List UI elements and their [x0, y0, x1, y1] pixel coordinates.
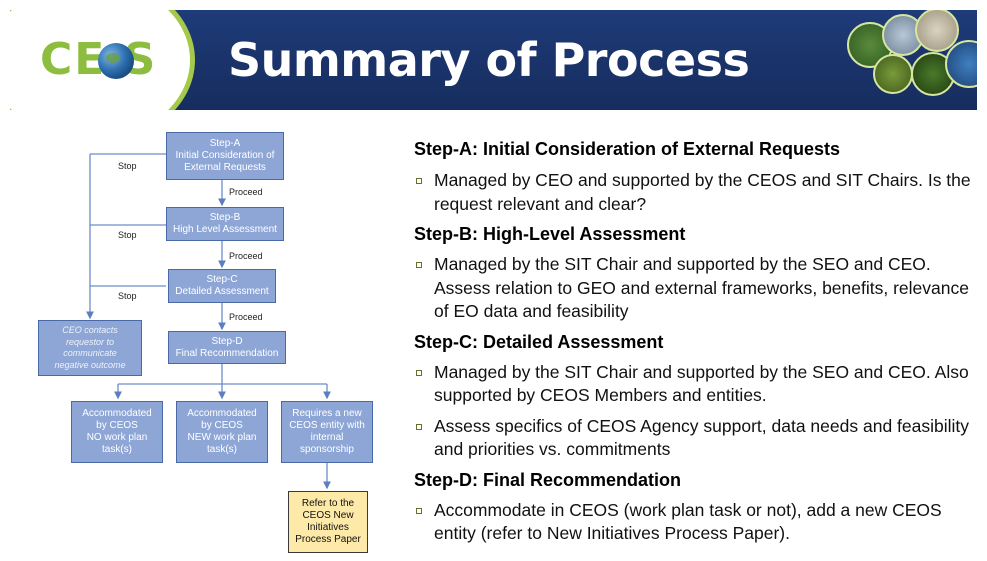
step-d-bullet-text: Accommodate in CEOS (work plan task or n…: [434, 499, 942, 544]
ceos-logo: CE S: [40, 34, 158, 85]
outcome-no-work-plan-box: Accommodated by CEOS NO work plan task(s…: [71, 401, 163, 463]
globe-icon: [98, 43, 134, 79]
outcome-1-line-4: task(s): [102, 444, 132, 455]
stop-label-a: Stop: [118, 161, 137, 171]
outcome-new-work-plan-box: Accommodated by CEOS NEW work plan task(…: [176, 401, 268, 463]
step-d-heading: Step-D: Final Recommendation: [414, 469, 682, 490]
flowchart-connectors: [86, 153, 331, 490]
step-b-title: Step-B: [209, 212, 241, 223]
ceo-note-line-3: communicate: [63, 348, 117, 358]
outcome-2-line-4: task(s): [207, 444, 237, 455]
step-b-box: Step-B High Level Assessment: [166, 207, 284, 241]
proceed-label-c: Proceed: [229, 312, 263, 322]
outcome-3-line-2: CEOS entity with: [289, 420, 365, 431]
refer-line-1: Refer to the: [301, 498, 355, 509]
proceed-label-b: Proceed: [229, 251, 263, 261]
step-c-box: Step-C Detailed Assessment: [168, 269, 276, 303]
step-b-bullet: Managed by the SIT Chair and supported b…: [414, 253, 979, 324]
ceo-note-line-1: CEO contacts: [62, 325, 118, 335]
step-c-bullet-2-text: Assess specifics of CEOS Agency support,…: [434, 415, 970, 460]
step-a-line-2: External Requests: [184, 162, 266, 173]
process-flowchart: Step-A Initial Consideration of External…: [0, 120, 400, 561]
outcome-3-line-3: internal: [310, 432, 344, 443]
step-a-heading: Step-A: Initial Consideration of Externa…: [414, 139, 841, 159]
ceo-contacts-note: CEO contacts requestor to communicate ne…: [38, 320, 142, 376]
step-d-title: Step-D: [211, 335, 243, 347]
outcome-3-line-4: sponsorship: [300, 444, 354, 455]
outcome-3-line-1: Requires a new: [292, 408, 362, 419]
outcome-1-line-2: by CEOS: [96, 420, 138, 431]
step-c-line-1: Detailed Assessment: [175, 286, 269, 297]
step-a-box: Step-A Initial Consideration of External…: [166, 132, 284, 180]
stop-label-b: Stop: [118, 230, 137, 240]
bullet-square-icon: [416, 178, 422, 184]
outcome-2-line-2: by CEOS: [201, 420, 243, 431]
step-b-bullet-text: Managed by the SIT Chair and supported b…: [434, 254, 969, 321]
proceed-label-a: Proceed: [229, 187, 263, 197]
step-c-bullet-1: Managed by the SIT Chair and supported b…: [414, 361, 979, 408]
outcome-new-entity-box: Requires a new CEOS entity with internal…: [281, 401, 373, 463]
step-c-bullet-1-text: Managed by the SIT Chair and supported b…: [434, 361, 969, 406]
refer-new-initiatives-box: Refer to the CEOS New Initiatives Proces…: [288, 491, 368, 553]
step-d-box: Step-D Final Recommendation: [168, 331, 286, 364]
vegetation-photo-icon: [873, 54, 913, 94]
refer-line-2: CEOS New: [302, 510, 354, 521]
ceo-note-line-2: requestor to: [65, 336, 115, 347]
step-d-line-1: Final Recommendation: [175, 347, 279, 359]
bullet-square-icon: [416, 262, 422, 268]
step-c-title: Step-C: [206, 274, 238, 285]
bullet-square-icon: [416, 507, 422, 514]
step-c-bullet-2: Assess specifics of CEOS Agency support,…: [414, 415, 979, 462]
outcome-2-line-1: Accommodated: [187, 408, 257, 419]
step-a-bullet-text: Managed by CEO and supported by the CEOS…: [434, 170, 971, 214]
step-b-heading: Step-B: High-Level Assessment: [414, 224, 686, 244]
slide-title: Summary of Process: [228, 33, 750, 87]
step-a-bullet: Managed by CEO and supported by the CEOS…: [414, 169, 979, 216]
outcome-1-line-3: NO work plan: [86, 432, 148, 443]
outcome-1-line-1: Accommodated: [82, 408, 152, 419]
step-d-bullet: Accommodate in CEOS (work plan task or n…: [414, 499, 979, 546]
stop-label-c: Stop: [118, 291, 137, 301]
ceo-note-line-4: negative outcome: [54, 359, 126, 370]
refer-line-4: Process Paper: [295, 534, 361, 545]
earth-photo-collage: [827, 10, 977, 110]
refer-line-3: Initiatives: [307, 522, 349, 533]
outcome-2-line-3: NEW work plan: [187, 432, 257, 443]
landscape-photo-icon: [915, 10, 959, 52]
title-banner: CE S Summary of Process: [10, 10, 977, 110]
step-c-heading: Step-C: Detailed Assessment: [414, 331, 664, 352]
bullet-square-icon: [416, 369, 422, 376]
bullet-square-icon: [416, 423, 422, 430]
step-b-line-1: High Level Assessment: [173, 224, 277, 235]
step-a-line-1: Initial Consideration of: [175, 150, 275, 161]
step-a-title: Step-A: [209, 138, 241, 149]
process-description: Step-A: Initial Consideration of Externa…: [414, 138, 979, 546]
